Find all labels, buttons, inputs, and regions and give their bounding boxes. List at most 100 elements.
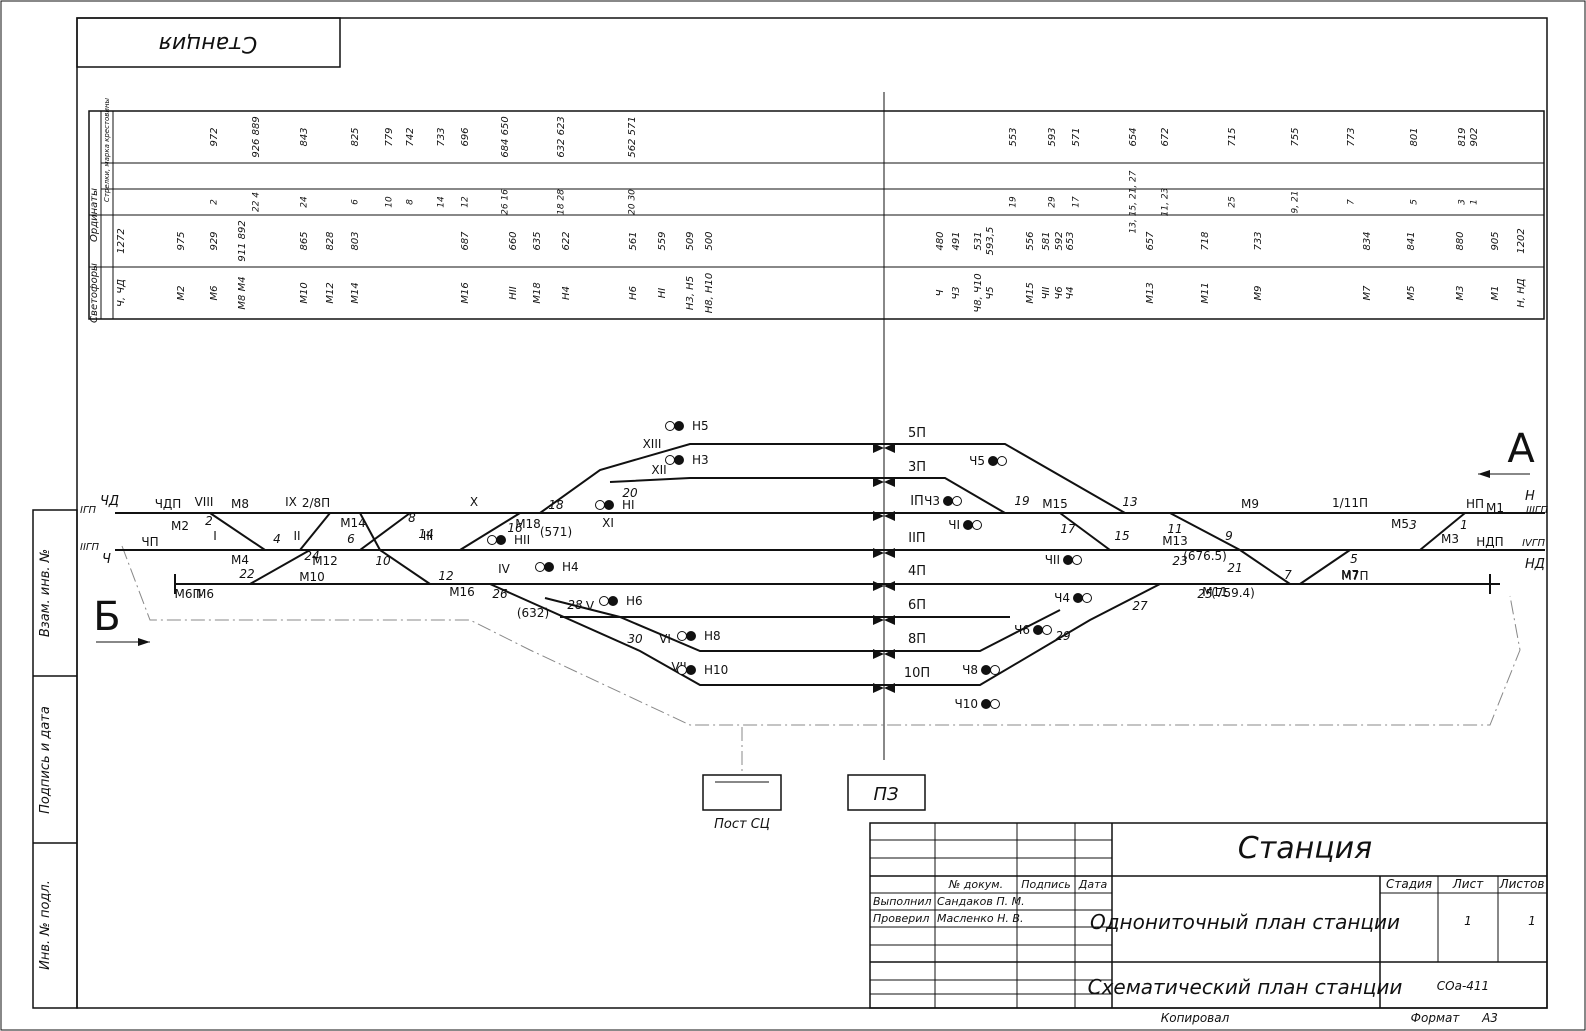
row-label-switches: Стрелки, марка крестовины — [103, 97, 111, 202]
signal-ordinate: 660 — [508, 231, 519, 250]
tb-list-val: 1 — [1464, 914, 1472, 928]
shunt-signal-label: М16 — [449, 585, 475, 599]
switch-label-left: 6 — [347, 532, 355, 546]
tb-format: Формат — [1411, 1011, 1461, 1025]
signal-name: М16 — [460, 282, 471, 303]
switch-label-left: 20 — [622, 486, 638, 500]
switch-label-right: 11 — [1167, 522, 1182, 536]
switch-number: 12 — [461, 196, 471, 208]
switch-label-right: 17 — [1060, 522, 1076, 536]
switch-number: 2 — [210, 199, 220, 205]
signal-ordinate: 657 — [1145, 231, 1156, 251]
track-label: IIП — [908, 531, 925, 546]
signal-icon — [665, 421, 684, 431]
signal-name: ЧII — [1041, 287, 1052, 300]
signal-icon — [665, 455, 684, 465]
switch-label-right: 7 — [1284, 568, 1292, 582]
signal-name: М1 — [1490, 286, 1501, 301]
signal-name: М15 — [1025, 282, 1036, 303]
track-label: 3П — [908, 460, 926, 475]
side-label-inv: Инв. № подл. — [38, 880, 53, 970]
switch-ordinate: 715 — [1227, 127, 1238, 146]
signal-ordinate: 561 — [628, 231, 639, 250]
row-label-signals: Светофоры — [89, 263, 100, 323]
track-marker-icon — [884, 581, 895, 591]
tb-role-1: Выполнил — [873, 895, 932, 908]
signal-ordinate: 828 — [325, 231, 336, 250]
roman-track-label: IV — [498, 562, 511, 576]
switch-number: 10 — [385, 196, 395, 208]
switch-number: 11, 23 — [1161, 187, 1171, 216]
switch-ordinate: 819 — [1457, 127, 1468, 146]
roman-track-label: VI — [659, 632, 671, 646]
signal-icon — [943, 496, 962, 506]
signal-label: НI — [622, 498, 635, 512]
shunt-signal-label: М5 — [1391, 517, 1409, 531]
switch-ordinate: 779 — [384, 127, 395, 146]
signal-name: Н4 — [561, 286, 572, 300]
signal-label: Н6 — [626, 594, 643, 608]
switch-label-right: 29 — [1055, 629, 1070, 643]
switch-ordinate: 801 — [1409, 127, 1420, 146]
switch-ordinate: 562 571 — [627, 116, 638, 157]
shunt-signal-label: М18 — [515, 517, 541, 531]
signal-ordinate: 975 — [176, 231, 187, 250]
signal-ordinate: 865 — [299, 231, 310, 250]
switch-number: 25 — [1228, 196, 1238, 208]
misc-track-label: НДП — [1476, 535, 1503, 549]
track-marker-icon — [884, 649, 895, 659]
switch-label-left: 2 — [205, 514, 213, 528]
roman-track-label: I — [213, 529, 217, 543]
track-marker-icon — [884, 443, 895, 453]
top-stamp-text: Станция — [159, 31, 258, 56]
roman-track-label: III — [423, 529, 434, 543]
tb-format-val: А3 — [1481, 1011, 1498, 1025]
shunt-signal-label: М3 — [1441, 532, 1459, 546]
arrow-a-icon — [1478, 470, 1490, 478]
left-end-label: Ч — [102, 552, 111, 567]
tb-stadiya: Стадия — [1386, 877, 1432, 891]
signal-icon — [981, 699, 1000, 709]
tb-name-2: Масленко Н. В. — [937, 912, 1023, 925]
signal-ordinate: 592 — [1054, 231, 1065, 250]
switch-number: 24 — [300, 196, 310, 208]
right-end-label: IIIГП — [1526, 505, 1548, 516]
switch-number: 17 — [1072, 196, 1082, 208]
signal-name: Н6 — [628, 286, 639, 300]
pz-label: ПЗ — [873, 784, 899, 805]
tb-code: СОа-411 — [1437, 979, 1489, 993]
switch-number: 3 — [1458, 199, 1468, 205]
switch-number: 7 — [1347, 199, 1357, 205]
row-label-ordinates: Ординаты — [89, 188, 100, 242]
signal-ordinate: 929 — [209, 231, 220, 250]
switch-label-left: 12 — [438, 569, 453, 583]
switch-ordinate: 972 — [209, 127, 220, 146]
misc-track-label: М7П — [1341, 569, 1368, 583]
tb-plan2: Схематический план станции — [1088, 975, 1403, 999]
tb-listov-val: 1 — [1528, 914, 1536, 928]
signal-name: М14 — [350, 282, 361, 303]
shunt-signal-label: М15 — [1042, 497, 1068, 511]
right-end-label: Н — [1525, 489, 1535, 504]
shunt-signal-label: М9 — [1241, 497, 1259, 511]
switch-label-left: 14 — [418, 527, 433, 541]
left-end-label: IIГП — [80, 542, 99, 553]
switch-number: 6 — [351, 199, 361, 205]
track-marker-icon — [873, 443, 884, 453]
switch-label-left: 18 — [548, 498, 564, 512]
arrow-b-icon — [138, 638, 150, 646]
signal-ordinate: 635 — [532, 231, 543, 250]
left-end-label: IГП — [80, 505, 97, 516]
signal-name: Ч3 — [951, 286, 962, 299]
switch-ordinate: 672 — [1160, 127, 1171, 146]
signal-label: Ч10 — [955, 697, 979, 711]
misc-track-label: 1/11П — [1332, 496, 1368, 510]
switch-number: 18 28 — [557, 189, 567, 215]
tb-name-1: Сандаков П. М. — [937, 895, 1025, 908]
signal-name: М3 — [1455, 286, 1466, 301]
signal-icon — [963, 520, 982, 530]
signal-ordinate: 1202 — [1516, 228, 1527, 253]
signal-label: ЧI — [948, 518, 960, 532]
right-end-label: НД — [1525, 557, 1545, 572]
